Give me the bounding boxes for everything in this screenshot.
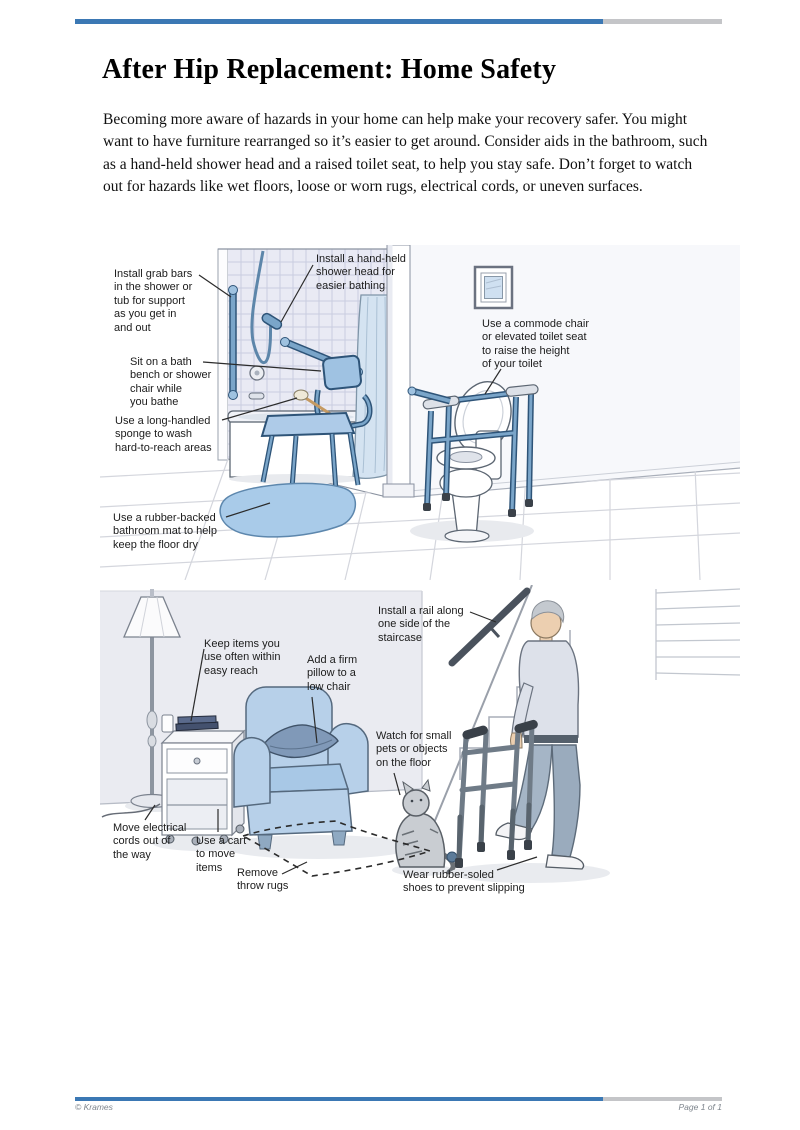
- grab-bar-vertical: [228, 285, 238, 400]
- commode-frame: [422, 384, 539, 517]
- partition-wall: [382, 245, 415, 498]
- header-bar: [75, 19, 722, 24]
- grab-bar-right-wall: [407, 386, 451, 405]
- bath-mat: [219, 482, 356, 538]
- callout-keep-items: Keep items you use often within easy rea…: [204, 638, 281, 677]
- living-leader-lines: [144, 611, 538, 875]
- page-title: After Hip Replacement: Home Safety: [102, 54, 557, 85]
- callout-bath-bench: Sit on a bath bench or shower chair whil…: [130, 356, 212, 409]
- picture-frame: [473, 265, 514, 310]
- callout-grab-bars: Install grab bars in the shower or tub f…: [114, 268, 193, 334]
- bathroom-scene: [100, 245, 740, 580]
- bathroom-leader-lines: [198, 264, 502, 518]
- books: [175, 715, 219, 732]
- callout-small-pets: Watch for small pets or objects on the f…: [376, 730, 452, 769]
- stair-rail: [448, 587, 531, 667]
- pillow: [261, 724, 339, 759]
- callout-bath-mat: Use a rubber-backed bathroom mat to help…: [113, 512, 217, 551]
- living-room-illustration: Keep items you use often within easy rea…: [100, 585, 740, 915]
- hand-held-shower: [248, 250, 283, 400]
- header-bar-gray: [603, 19, 722, 24]
- curtain-folds: [362, 296, 387, 474]
- callout-commode-chair: Use a commode chair or elevated toilet s…: [482, 318, 589, 371]
- armchair: [223, 686, 413, 859]
- rolling-cart: [152, 714, 248, 851]
- footer-page-number: Page 1 of 1: [678, 1102, 722, 1112]
- commode-chair-toilet: [407, 381, 539, 543]
- footer: © Krames Page 1 of 1: [75, 1102, 722, 1112]
- footer-bar-blue: [75, 1097, 603, 1101]
- callout-stair-rail: Install a rail along one side of the sta…: [378, 605, 464, 644]
- callout-rubber-shoes: Wear rubber-soled shoes to prevent slipp…: [403, 869, 525, 895]
- bathroom-illustration: Install grab bars in the shower or tub f…: [100, 245, 740, 580]
- callout-throw-rugs: Remove throw rugs: [237, 867, 289, 893]
- callout-electrical-cords: Move electrical cords out of the way: [113, 822, 187, 861]
- callout-long-sponge: Use a long-handled sponge to wash hard-t…: [115, 415, 212, 454]
- callout-cart: Use a cart to move items: [196, 835, 247, 874]
- shower-chair: [260, 354, 373, 492]
- callout-firm-pillow: Add a firm pillow to a low chair: [307, 654, 358, 693]
- intro-paragraph: Becoming more aware of hazards in your h…: [103, 111, 708, 196]
- cup: [161, 714, 174, 733]
- header-bar-blue: [75, 19, 603, 24]
- living-room-scene: [100, 585, 740, 883]
- callout-shower-head: Install a hand-held shower head for easi…: [316, 253, 406, 292]
- cat: [392, 778, 456, 876]
- footer-bar: [75, 1097, 722, 1101]
- footer-bar-gray: [603, 1097, 722, 1101]
- footer-copyright: © Krames: [75, 1102, 113, 1112]
- man-walking: [450, 600, 610, 883]
- walker: [455, 719, 538, 868]
- floor-lamp: [101, 589, 185, 818]
